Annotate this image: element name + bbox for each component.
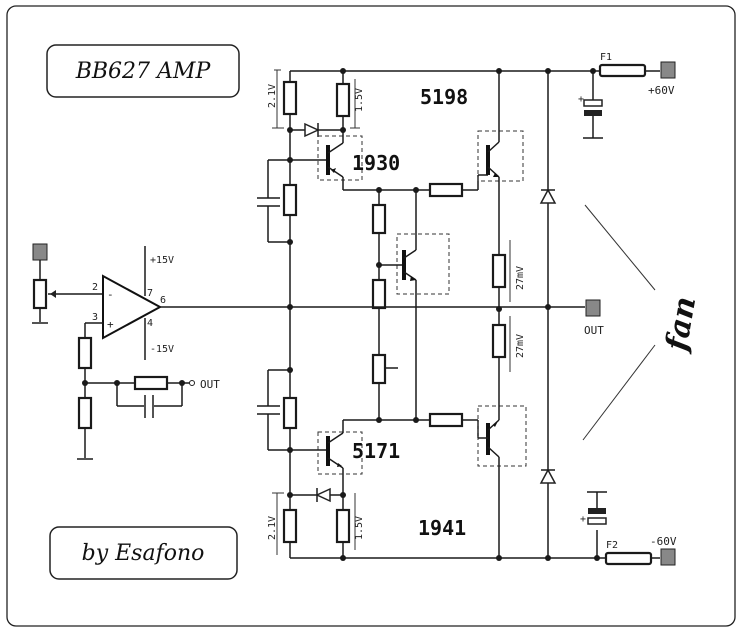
driver-column bbox=[257, 157, 298, 453]
svg-text:-15V: -15V bbox=[150, 344, 174, 355]
fuse-f2 bbox=[604, 551, 653, 566]
bottom-bias-network: 2.1V 1.5V bbox=[267, 450, 365, 558]
opamp bbox=[102, 274, 163, 340]
svg-text:-60V: -60V bbox=[650, 535, 677, 548]
svg-text:3: 3 bbox=[92, 312, 98, 323]
svg-text:F2: F2 bbox=[606, 540, 618, 551]
vbe-multiplier bbox=[371, 187, 450, 423]
fan-indicator: fan bbox=[582, 204, 703, 441]
svg-text:2: 2 bbox=[92, 282, 98, 293]
emitter-resistors: 27mV 27mV bbox=[491, 240, 526, 372]
bottom-rail: F2 -60V + bbox=[290, 491, 677, 566]
svg-text:7: 7 bbox=[147, 288, 153, 299]
svg-text:1.5V: 1.5V bbox=[354, 88, 365, 112]
pos-supply-terminal bbox=[660, 61, 676, 79]
transistor-5198 bbox=[477, 71, 524, 255]
author-box bbox=[49, 526, 238, 580]
feedback-out-label: OUT bbox=[200, 378, 220, 391]
svg-text:1.5V: 1.5V bbox=[354, 516, 365, 540]
svg-text:2.1V: 2.1V bbox=[267, 84, 278, 108]
label-1930: 1930 bbox=[352, 151, 400, 175]
label-5198: 5198 bbox=[420, 85, 468, 109]
label-1941: 1941 bbox=[418, 516, 466, 540]
svg-text:+15V: +15V bbox=[150, 255, 174, 266]
input-potentiometer bbox=[32, 278, 48, 310]
fan-label: fan bbox=[659, 294, 703, 355]
neg-supply-terminal bbox=[660, 548, 676, 566]
author-text: by Esafono bbox=[82, 541, 205, 566]
output-terminal bbox=[585, 299, 601, 317]
top-bias-network: 2.1V 1.5V bbox=[267, 69, 365, 160]
svg-text:2.1V: 2.1V bbox=[267, 516, 278, 540]
svg-text:F1: F1 bbox=[600, 52, 612, 63]
svg-text:27mV: 27mV bbox=[515, 266, 526, 290]
outer-frame bbox=[6, 5, 736, 627]
transistor-1930 bbox=[290, 130, 430, 191]
svg-text:27mV: 27mV bbox=[515, 334, 526, 358]
svg-text:+: + bbox=[107, 318, 114, 331]
svg-text:+: + bbox=[580, 514, 586, 525]
transistor-1941 bbox=[477, 355, 527, 558]
input-stage: - + 2 3 7 4 6 +15V -15V OUT bbox=[32, 243, 290, 460]
svg-text:+: + bbox=[578, 94, 584, 105]
svg-text:-: - bbox=[107, 288, 114, 301]
svg-text:+60V: +60V bbox=[648, 84, 675, 97]
feedback-resistor bbox=[133, 375, 169, 391]
top-supply-cap bbox=[583, 99, 603, 107]
title-box bbox=[46, 44, 240, 98]
clamp-diodes bbox=[539, 71, 557, 558]
input-terminal bbox=[32, 243, 48, 261]
fuse-f1 bbox=[598, 63, 647, 78]
svg-text:4: 4 bbox=[147, 318, 153, 329]
output-label: OUT bbox=[584, 324, 604, 337]
label-5171: 5171 bbox=[352, 439, 400, 463]
svg-text:6: 6 bbox=[160, 295, 166, 306]
bottom-supply-cap bbox=[587, 517, 607, 525]
top-rail: F1 +60V + bbox=[290, 52, 676, 139]
title-text: BB627 AMP bbox=[75, 59, 212, 84]
